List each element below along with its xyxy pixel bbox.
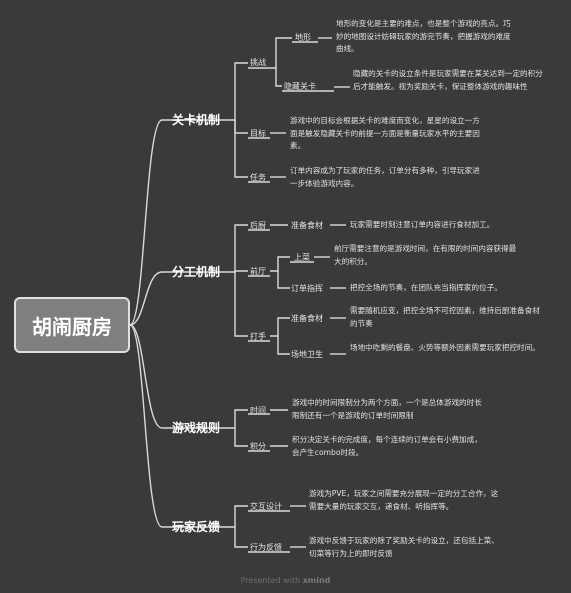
desc-serve-dish: 前厅需要注意的是游戏时间，在有限的时间内容获得最大的积分。 — [334, 244, 517, 266]
root-topic[interactable]: 胡闹厨房 — [14, 297, 130, 353]
subtopic-hidden-level[interactable]: 隐藏关卡 — [284, 82, 316, 91]
subtopic-front-hall[interactable]: 前厅 — [250, 267, 266, 276]
footer-credit: Presented with xmind — [0, 576, 571, 585]
topic-level-mechanism[interactable]: 关卡机制 — [172, 113, 221, 127]
desc-prep-ingredients: 玩家需要时刻注意订单内容进行食材加工。 — [350, 220, 495, 229]
subtopic-prep-ingredients[interactable]: 准备食材 — [291, 221, 323, 230]
desc-time: 游戏中的时间限制分为两个方面，一个是总体游戏的时长限制还有一个是游戏的订单时间限… — [292, 398, 482, 420]
desc-task: 订单内容成为了玩家的任务，订单分有多种，引导玩家进一步体验游戏内容。 — [290, 166, 480, 188]
desc-goal: 游戏中的目标会根据关卡的难度而变化，星星的设立一方面是触发隐藏关卡的前提一方面是… — [290, 116, 480, 150]
footer-brand: xmind — [302, 576, 331, 585]
topic-game-rules[interactable]: 游戏规则 — [172, 421, 221, 435]
subtopic-interaction-design[interactable]: 交互设计 — [250, 502, 282, 511]
subtopic-order-command[interactable]: 订单指挥 — [291, 284, 323, 293]
desc-order-command: 把控全场的节奏，在团队充当指挥家的位子。 — [350, 283, 502, 292]
subtopic-challenge[interactable]: 挑战 — [250, 58, 266, 67]
subtopic-task[interactable]: 任务 — [250, 173, 266, 182]
subtopic-helper[interactable]: 打手 — [250, 332, 266, 341]
desc-venue-hygiene: 场地中吃剩的餐盘、火势等额外因素需要玩家把控时间。 — [350, 343, 540, 352]
topic-division-mechanism[interactable]: 分工机制 — [172, 265, 221, 279]
footer-prefix: Presented with — [240, 576, 301, 585]
desc-behavior-feedback: 游戏中反馈于玩家的除了奖励关卡的设立，还包括上菜、切菜等行为上的即时反馈 — [309, 536, 499, 558]
desc-interaction-design: 游戏为PVE，玩家之间需要充分展现一定的分工合作，这需要大量的玩家交互，递食材、… — [309, 489, 499, 511]
subtopic-prep-ingredients-helper[interactable]: 准备食材 — [291, 314, 323, 323]
subtopic-venue-hygiene[interactable]: 场地卫生 — [291, 350, 323, 359]
desc-prep-ingredients-helper: 需要随机应变，把控全场不可控因素，维持后厨准备食材的节奏 — [350, 306, 540, 328]
subtopic-behavior-feedback[interactable]: 行为反馈 — [250, 543, 282, 552]
desc-hidden-level: 隐藏的关卡的设立条件是玩家需要在某关达到一定的积分后才能触发。视为奖励关卡，保证… — [353, 69, 543, 91]
subtopic-back-kitchen[interactable]: 后厨 — [250, 221, 266, 230]
desc-terrain: 地形的变化是主要的难点，也是整个游戏的亮点。巧妙的地图设计妨碍玩家的游完节奏，把… — [336, 19, 511, 53]
subtopic-terrain[interactable]: 地形 — [295, 33, 311, 42]
desc-score: 积分决定关卡的完成度，每个连续的订单会有小费加成，会产生combo时段。 — [292, 435, 482, 457]
subtopic-time[interactable]: 时间 — [250, 406, 266, 415]
subtopic-score[interactable]: 积分 — [250, 442, 266, 451]
subtopic-goal[interactable]: 目标 — [250, 129, 266, 138]
topic-player-feedback[interactable]: 玩家反馈 — [172, 520, 221, 534]
subtopic-serve-dish[interactable]: 上菜 — [294, 253, 310, 262]
